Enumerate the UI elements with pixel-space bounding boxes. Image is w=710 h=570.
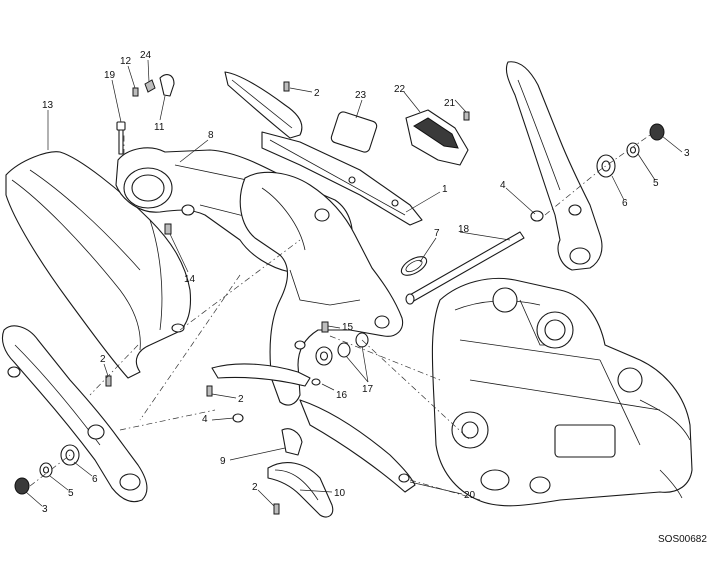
pivot-washer <box>530 210 544 222</box>
callout-9: 9 <box>220 456 226 467</box>
clip-24 <box>144 79 156 93</box>
left-footpeg-bracket <box>1 325 148 503</box>
screw-2-top <box>283 81 290 92</box>
right-washer <box>626 142 640 158</box>
callout-11: 11 <box>154 122 165 133</box>
sensor-cover <box>405 109 469 166</box>
callout-22: 22 <box>394 84 406 95</box>
sticker <box>330 111 378 153</box>
clamp-11 <box>159 74 175 97</box>
bush-16 <box>311 346 333 386</box>
callout-6-right: 6 <box>622 198 628 209</box>
callout-20: 20 <box>464 490 476 501</box>
callout-numbers: 13 19 12 24 11 8 14 2 23 22 21 1 4 7 18 … <box>42 50 707 545</box>
pivot-shaft <box>405 231 525 305</box>
callout-2-top: 2 <box>314 88 320 99</box>
callout-12: 12 <box>120 56 132 67</box>
left-nut <box>14 477 30 495</box>
callout-21: 21 <box>444 98 456 109</box>
callout-2-bottom: 2 <box>252 482 258 493</box>
screw-21 <box>463 111 470 121</box>
callout-14: 14 <box>184 274 196 285</box>
callout-3-left: 3 <box>42 504 48 515</box>
callout-19: 19 <box>104 70 116 81</box>
right-footpeg-bracket <box>505 61 603 271</box>
callout-17: 17 <box>362 384 374 395</box>
callout-4-right: 4 <box>500 180 506 191</box>
callout-3-right: 3 <box>684 148 690 159</box>
left-washer <box>39 462 53 478</box>
callout-5-left: 5 <box>68 488 74 499</box>
chain-guard-cover <box>224 71 303 139</box>
callout-2-mid: 2 <box>238 394 244 405</box>
drawing-code: SOS00682 <box>658 534 707 545</box>
callout-8: 8 <box>208 130 214 141</box>
bolt-12 <box>132 87 139 97</box>
screw-2-mid <box>206 385 213 397</box>
callout-16: 16 <box>336 390 348 401</box>
callout-1: 1 <box>442 184 448 195</box>
screw-2-bottom <box>273 503 280 515</box>
right-nut <box>649 123 665 141</box>
engine <box>431 277 693 507</box>
callout-13: 13 <box>42 100 54 111</box>
pin-15 <box>321 321 329 333</box>
chain-guard <box>261 131 423 226</box>
callout-24: 24 <box>140 50 152 61</box>
frame <box>239 171 416 493</box>
callout-4-left: 4 <box>202 414 208 425</box>
callout-6-left: 6 <box>92 474 98 485</box>
rear-mudguard <box>5 151 192 379</box>
left-spacer <box>60 444 80 466</box>
callout-23: 23 <box>355 90 367 101</box>
callout-18: 18 <box>458 224 470 235</box>
gasket-ring <box>400 256 428 276</box>
callout-10: 10 <box>334 488 346 499</box>
callout-7: 7 <box>434 228 440 239</box>
washer-4-left <box>232 413 244 423</box>
callout-2-left: 2 <box>100 354 106 365</box>
leader-lines <box>25 59 683 507</box>
chain-slider <box>211 363 311 456</box>
callout-5-right: 5 <box>653 178 659 189</box>
right-spacer <box>596 154 616 178</box>
screw-14 <box>164 223 172 235</box>
callout-15: 15 <box>342 322 354 333</box>
